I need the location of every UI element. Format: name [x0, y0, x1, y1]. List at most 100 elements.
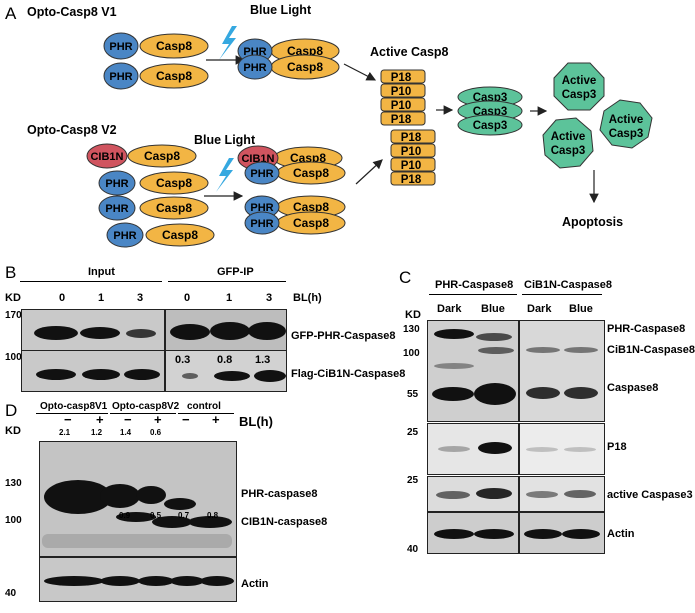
casp8-text: Casp8: [156, 69, 192, 83]
casp3-stack: Casp3 Casp3 Casp3: [457, 86, 523, 136]
quant-value: 2.1: [59, 428, 71, 437]
svg-text:PHR: PHR: [113, 230, 136, 242]
blot-c-p18-right: [519, 423, 605, 475]
svg-text:P10: P10: [391, 86, 411, 98]
panel-label-a: A: [5, 4, 17, 23]
svg-text:Casp3: Casp3: [609, 128, 644, 140]
blot-ip-bottom: [165, 350, 287, 392]
quant-value: 0.3: [175, 354, 191, 366]
panel-a-diagram: Opto-Casp8 V1 Blue Light Casp8 PHR Casp8…: [27, 3, 653, 248]
kd-label: KD: [405, 309, 421, 321]
kd-label: KD: [5, 292, 21, 304]
divider: [168, 281, 286, 282]
sign: −: [182, 412, 190, 427]
apoptosis-label: Apoptosis: [562, 215, 623, 229]
row-label: CIB1N-caspase8: [241, 516, 328, 528]
lane-label: 0: [184, 292, 191, 304]
row-label: PHR-Caspase8: [607, 323, 686, 335]
svg-text:PHR: PHR: [250, 218, 273, 230]
svg-text:PHR: PHR: [105, 203, 128, 215]
group-label: CiB1N-Caspase8: [524, 279, 613, 291]
svg-text:P18: P18: [401, 174, 422, 186]
svg-text:P18: P18: [401, 132, 422, 144]
mw-marker: 40: [5, 588, 17, 599]
casp8-oval: [139, 63, 209, 89]
sign: −: [64, 412, 72, 427]
blot-c-actin-right: [519, 512, 605, 554]
lane-label: 3: [266, 292, 273, 304]
svg-text:Casp8: Casp8: [293, 200, 329, 214]
kd-label: KD: [5, 425, 21, 437]
arrow: [343, 63, 377, 81]
mw-marker: 100: [5, 352, 22, 363]
lane-label: Dark: [437, 303, 462, 315]
mw-marker: 170: [5, 310, 22, 321]
quant-value: 0.6: [150, 428, 162, 437]
panel-label-d: D: [5, 401, 18, 420]
bl-label: BL(h): [239, 414, 273, 429]
row-label: CiB1N-Caspase8: [607, 344, 695, 356]
v2-dimers: Casp8 CIB1N Casp8 PHR Casp8 PHR Casp8 PH…: [237, 145, 346, 235]
quant-value: 0.8: [207, 511, 219, 520]
svg-text:PHR: PHR: [250, 168, 273, 180]
blot-c-top-left: [427, 320, 519, 422]
mw-marker: 130: [403, 324, 420, 335]
svg-text:Casp3: Casp3: [562, 89, 597, 101]
casp8-text: Casp8: [287, 60, 323, 74]
casp8-oval: [139, 33, 209, 59]
active-casp8-stack-1: P18 P10 P10 P18: [380, 69, 426, 126]
gfp-ip-header: GFP-IP: [217, 266, 254, 278]
row-label: Caspase8: [607, 382, 659, 394]
divider: [20, 281, 162, 282]
phr-text: PHR: [243, 62, 266, 74]
svg-text:PHR: PHR: [105, 178, 128, 190]
blot-ip-top: [165, 309, 287, 352]
mw-marker: 100: [403, 348, 420, 359]
active-casp3-1: Active Casp3: [553, 62, 605, 111]
panel-label-c: C: [399, 268, 412, 287]
phr-oval: [103, 62, 139, 90]
v2-title: Opto-Casp8 V2: [27, 123, 117, 137]
phr-text: PHR: [109, 71, 132, 83]
panel-label-b: B: [5, 263, 17, 282]
casp8-text: Casp8: [156, 39, 192, 53]
sign: +: [96, 412, 104, 427]
arrow: [355, 159, 383, 185]
v2-monomers: Casp8 CIB1N Casp8 PHR Casp8 PHR Casp8 PH…: [86, 143, 215, 248]
svg-text:Casp8: Casp8: [144, 149, 180, 163]
row-label: P18: [607, 441, 627, 453]
input-header: Input: [88, 266, 115, 278]
group-label: Opto-casp8V1: [40, 401, 108, 412]
lightning-bolt-icon: [219, 26, 237, 60]
svg-text:P10: P10: [401, 146, 421, 158]
lane-label: 1: [98, 292, 105, 304]
mw-marker: 100: [5, 515, 22, 526]
blot-c-p18-left: [427, 423, 519, 475]
svg-text:Active: Active: [562, 75, 597, 87]
mw-marker: 25: [407, 475, 419, 486]
casp8-text: Casp8: [287, 44, 323, 58]
quant-value: 0.8: [217, 354, 233, 366]
blue-light-1: Blue Light: [250, 3, 312, 17]
svg-text:PHR: PHR: [250, 202, 273, 214]
svg-text:Casp8: Casp8: [156, 201, 192, 215]
lane-label: 3: [137, 292, 144, 304]
sign: +: [212, 412, 220, 427]
row-label: PHR-caspase8: [241, 488, 318, 500]
phr-oval: [103, 32, 139, 60]
active-casp3-2: Active Casp3: [599, 99, 653, 149]
svg-text:Casp8: Casp8: [290, 151, 326, 165]
svg-text:Casp8: Casp8: [293, 216, 329, 230]
svg-text:Casp8: Casp8: [156, 176, 192, 190]
svg-text:P10: P10: [401, 160, 421, 172]
lane-label: Dark: [527, 303, 552, 315]
mw-marker: 40: [407, 544, 419, 555]
divider: [36, 413, 108, 414]
svg-text:Casp3: Casp3: [551, 145, 586, 157]
svg-text:Casp8: Casp8: [293, 166, 329, 180]
group-label: PHR-Caspase8: [435, 279, 514, 291]
row-label: Flag-CiB1N-Caspase8: [291, 368, 406, 380]
phr-text: PHR: [243, 46, 266, 58]
row-label: GFP-PHR-Caspase8: [291, 330, 396, 342]
svg-text:Casp8: Casp8: [162, 228, 198, 242]
